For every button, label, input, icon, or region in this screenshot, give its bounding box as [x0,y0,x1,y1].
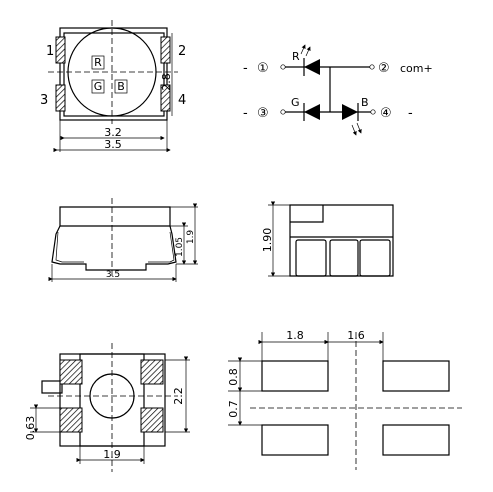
land-pad-top-left [261,360,329,392]
node-4: ④ [380,106,392,121]
bottom-pad-1 [59,359,83,385]
dim-bottom-pad-spacing: 2.2 [172,387,185,405]
dim-land-pad-height: 0.8 [227,368,240,386]
land-pad-bottom-left [261,424,329,456]
dim-land-pad-gap: 0.7 [227,400,240,418]
end-body-outline [289,204,394,277]
led-g-diode [304,104,320,120]
dim-top-width-inner: 3.2 [104,126,122,139]
side-bottom-body [51,225,177,271]
led-b-diode [342,104,358,120]
dim-end-height: 1.90 [261,228,274,253]
chip-label-g: G [94,80,103,93]
land-pad-bottom-right [382,424,450,456]
dim-side-body-height: 1.05 [175,237,185,257]
dim-side-total-height: 1.9 [186,230,196,245]
top-body-outline [59,27,168,121]
bottom-tab [41,380,63,394]
end-view: 1.90 [261,201,394,277]
pin-number-4: 4 [178,93,186,108]
bottom-pad-2 [140,359,164,385]
led-label-g: G [291,96,300,109]
dim-side-width: 3.5 [106,270,120,280]
dim-top-width-outer: 3.5 [104,138,122,151]
bottom-pad-4 [140,407,164,433]
led-label-b: B [361,96,369,109]
com-plus-label: com+ [400,62,433,75]
minus-sign-left-top: - [243,61,248,76]
minus-sign-left-bottom: - [243,106,248,121]
dim-land-gap: 1.6 [347,329,365,342]
pad-pin4 [160,84,171,112]
top-inner-outline [63,32,165,117]
land-pad-top-right [382,360,450,392]
side-view: 1.05 1.9 3.5 [48,198,198,282]
dim-bottom-width: 1.9 [103,448,121,461]
pad-pin2 [160,36,171,64]
side-top-body [59,206,171,227]
schematic: - - ① ③ ② ④ com+ - R G B [243,44,433,136]
node-3: ③ [257,106,269,121]
bottom-pad-3 [59,407,83,433]
pad-pin3 [55,84,66,112]
dim-land-pad-width: 1.8 [286,329,304,342]
node-1: ① [257,61,269,76]
dim-top-height: 2.8 [160,73,173,91]
pin-number-2: 2 [178,44,186,59]
pin-number-1: 1 [46,44,54,59]
top-view: R G B 1 2 3 4 2.8 3.2 3.5 [40,20,186,153]
land-pattern: 1.8 1.6 0.8 0.7 [227,329,462,470]
dim-bottom-pad-height: 0.63 [24,416,37,441]
pad-pin1 [55,36,66,64]
minus-sign-right: - [408,106,413,121]
pin-number-3: 3 [40,93,48,108]
chip-label-r: R [94,56,102,69]
chip-label-b: B [117,80,125,93]
led-label-r: R [292,50,300,63]
bottom-view: 2.2 0.63 1.9 [24,343,190,472]
led-r-diode [304,59,320,75]
node-2: ② [378,61,390,76]
